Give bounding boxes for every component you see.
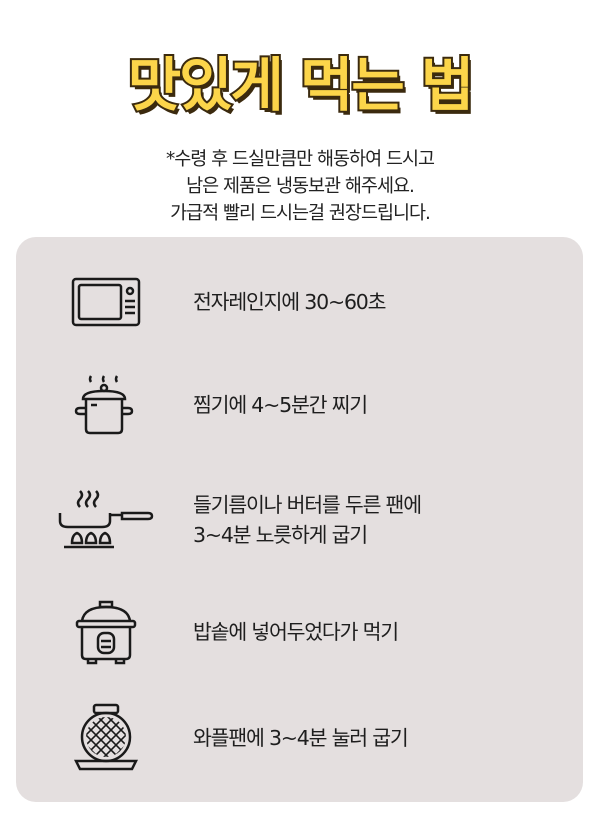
method-label-line: 3~4분 노릇하게 굽기 <box>193 523 368 547</box>
method-label: 전자레인지에 30~60초 <box>193 290 386 314</box>
method-label: 와플팬에 3~4분 눌러 굽기 <box>193 726 409 750</box>
method-label: 들기름이나 버터를 두른 팬에 3~4분 노릇하게 굽기 <box>193 490 422 550</box>
notice-line: *수령 후 드실만큼만 해동하여 드시고 <box>165 149 435 170</box>
rice-cooker-icon <box>56 592 156 672</box>
steamer-pot-icon <box>56 365 156 445</box>
method-label: 찜기에 4~5분간 찌기 <box>193 393 368 417</box>
cooking-methods-panel: 전자레인지에 30~60초 찜기에 4~5분간 찌기 <box>16 237 583 802</box>
waffle-maker-icon <box>56 698 156 778</box>
microwave-icon <box>56 262 156 342</box>
method-frying-pan: 들기름이나 버터를 두른 팬에 3~4분 노릇하게 굽기 <box>16 480 583 560</box>
method-waffle: 와플팬에 3~4분 눌러 굽기 <box>16 698 583 778</box>
storage-notice: *수령 후 드실만큼만 해동하여 드시고 남은 제품은 냉동보관 해주세요. 가… <box>0 146 600 227</box>
page-title: 맛있게 먹는 법 <box>126 49 477 121</box>
notice-line: 가급적 빨리 드시는걸 권장드립니다. <box>170 203 431 224</box>
method-label-line: 들기름이나 버터를 두른 팬에 <box>193 493 422 517</box>
method-label: 밥솥에 넣어두었다가 먹기 <box>193 620 399 644</box>
method-rice-cooker: 밥솥에 넣어두었다가 먹기 <box>16 592 583 672</box>
frying-pan-icon <box>56 480 156 560</box>
method-steamer: 찜기에 4~5분간 찌기 <box>16 365 583 445</box>
notice-line: 남은 제품은 냉동보관 해주세요. <box>186 176 415 197</box>
method-microwave: 전자레인지에 30~60초 <box>16 262 583 342</box>
